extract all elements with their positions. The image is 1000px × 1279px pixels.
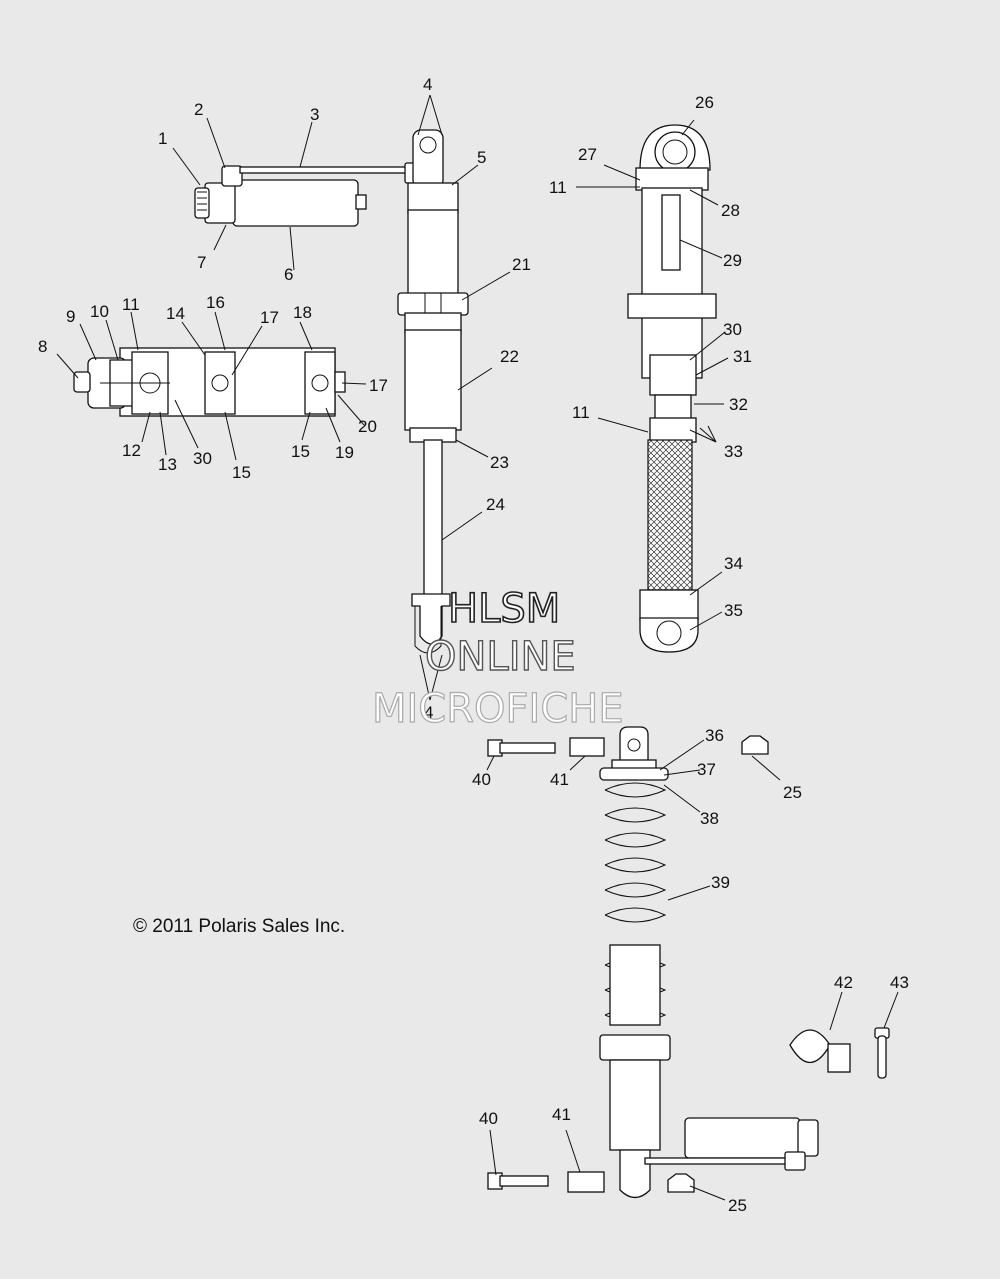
callout-10: 10 [90, 302, 109, 321]
callout-40-bottom: 40 [479, 1109, 498, 1128]
callout-5: 5 [477, 148, 486, 167]
callout-21: 21 [512, 255, 531, 274]
callout-11-top: 11 [549, 178, 567, 197]
callout-15-right: 15 [291, 442, 310, 461]
callout-13: 13 [158, 455, 177, 474]
callout-32: 32 [729, 395, 748, 414]
watermark: HLSM ONLINE MICROFICHE [371, 585, 624, 732]
callout-28: 28 [721, 201, 740, 220]
shock-cutaway [627, 124, 717, 653]
callout-23: 23 [490, 453, 509, 472]
callout-30: 30 [193, 449, 212, 468]
callout-38: 38 [700, 809, 719, 828]
loose-hardware [487, 735, 890, 1193]
watermark-line-3: MICROFICHE [372, 686, 624, 732]
callout-12: 12 [122, 441, 141, 460]
coilover-assembly [599, 726, 819, 1199]
callout-25: 25 [783, 783, 802, 802]
callout-8: 8 [38, 337, 47, 356]
watermark-line-2: ONLINE [425, 634, 576, 680]
callout-18: 18 [293, 303, 312, 322]
callout-27: 27 [578, 145, 597, 164]
callout-31: 31 [733, 347, 752, 366]
callout-25-bottom: 25 [728, 1196, 747, 1215]
callout-14: 14 [166, 304, 185, 323]
callout-43: 43 [890, 973, 909, 992]
callout-4: 4 [423, 75, 432, 94]
callout-17: 17 [260, 308, 279, 327]
callout-40: 40 [472, 770, 491, 789]
callout-42: 42 [834, 973, 853, 992]
callout-11-mid: 11 [572, 403, 590, 422]
callout-33: 33 [724, 442, 743, 461]
callout-1: 1 [158, 129, 167, 148]
main-shock-body [397, 129, 469, 654]
callout-22: 22 [500, 347, 519, 366]
callout-36: 36 [705, 726, 724, 745]
callout-20: 20 [358, 417, 377, 436]
callout-24: 24 [486, 495, 505, 514]
callout-26: 26 [695, 93, 714, 112]
callout-35: 35 [724, 601, 743, 620]
leader-lines [56, 94, 899, 1201]
callout-11: 11 [122, 295, 140, 314]
callout-39: 39 [711, 873, 730, 892]
copyright-notice: © 2011 Polaris Sales Inc. [133, 916, 345, 937]
callout-37: 37 [697, 760, 716, 779]
callout-6: 6 [284, 265, 293, 284]
callout-29: 29 [723, 251, 742, 270]
callout-41: 41 [550, 770, 569, 789]
callout-15: 15 [232, 463, 251, 482]
callout-34: 34 [724, 554, 743, 573]
callout-4-lower: 4 [424, 703, 433, 722]
callout-16: 16 [206, 293, 225, 312]
reservoir-assembly [194, 162, 424, 227]
callout-41-bottom: 41 [552, 1105, 571, 1124]
callout-3: 3 [310, 105, 319, 124]
callout-17-right: 17 [369, 376, 388, 395]
callout-2: 2 [194, 100, 203, 119]
callout-7: 7 [197, 253, 206, 272]
callout-30-right: 30 [723, 320, 742, 339]
callout-9: 9 [66, 307, 75, 326]
callout-labels: 1 2 3 4 5 7 6 21 22 23 24 4 8 9 10 11 14… [38, 75, 909, 1215]
callout-19: 19 [335, 443, 354, 462]
watermark-line-1: HLSM [448, 586, 560, 632]
reservoir-cutaway [73, 347, 346, 417]
